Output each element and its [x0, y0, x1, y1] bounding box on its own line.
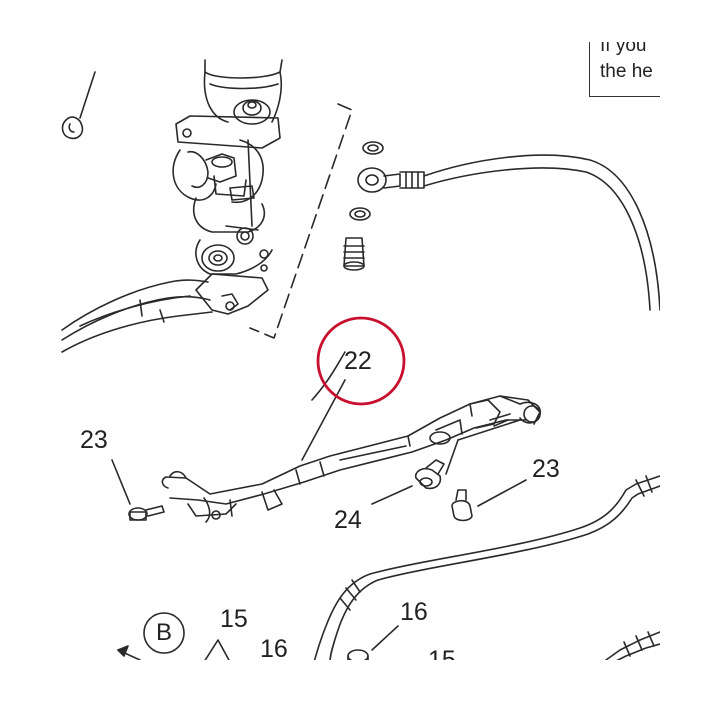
note-line-2: the he [600, 61, 653, 82]
callout-15-left: 15 [220, 605, 248, 633]
brake-lever [61, 279, 213, 353]
bolt-23-right [451, 479, 527, 522]
callout-22: 22 [344, 347, 372, 375]
diagram-viewport: If you the he B 22 23 23 24 15 16 16 15 [61, 42, 660, 661]
upper-brake-hose [357, 154, 660, 311]
view-marker-circle [143, 612, 185, 654]
lower-brake-hose [313, 475, 660, 660]
callout-24: 24 [334, 506, 362, 534]
bolt-24 [371, 459, 445, 505]
callout-23-right: 23 [532, 455, 560, 483]
callout-15-right: 15 [428, 646, 456, 661]
brake-line-bracket [161, 351, 541, 523]
note-box: If you the he [589, 42, 660, 97]
dashed-alignment-line [249, 103, 353, 339]
highlight-ring-22 [316, 316, 406, 406]
master-cylinder-assembly [172, 59, 283, 315]
bolt-23-left [111, 459, 165, 521]
callout-16-left: 16 [260, 635, 288, 661]
leader-15-left [204, 639, 230, 660]
hose-fitting-16 [347, 625, 399, 660]
callout-23-left: 23 [80, 426, 108, 454]
banjo-bolt-washers [343, 141, 384, 271]
note-line-1: If you [600, 42, 647, 56]
view-arrow-b [117, 645, 141, 660]
exploded-parts-diagram [61, 59, 660, 660]
view-marker-label: B [155, 619, 172, 646]
callout-16-right: 16 [400, 598, 428, 626]
hose-clip-part [61, 71, 96, 140]
